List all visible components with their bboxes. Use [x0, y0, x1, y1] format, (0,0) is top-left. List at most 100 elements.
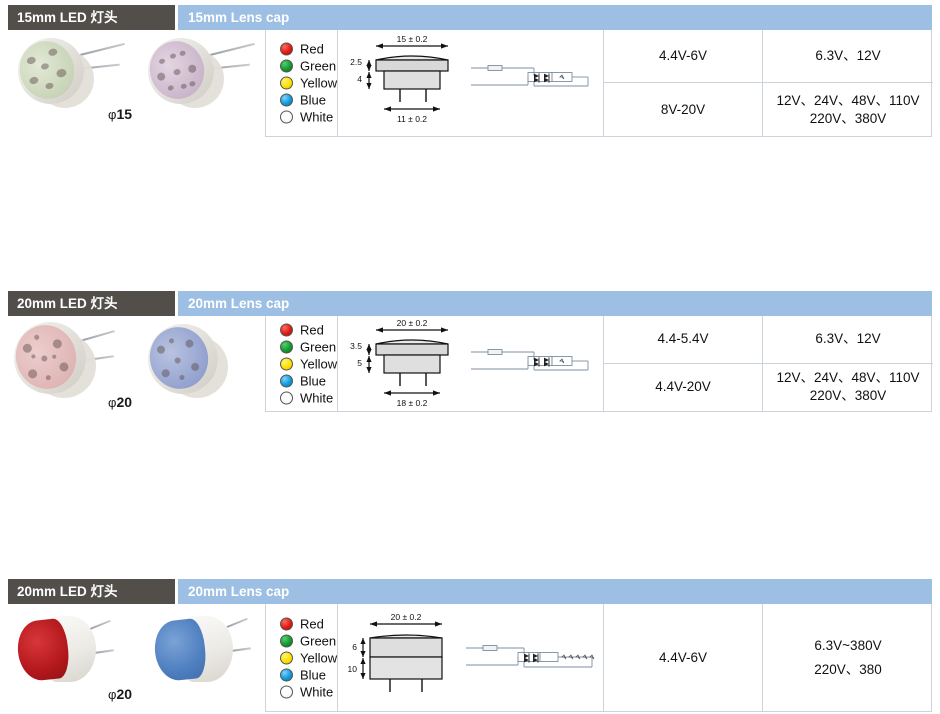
spec-table: Red Green Yellow Blue White 20 ± 0.2: [265, 604, 932, 712]
header-led-head-title: 15mm LED 灯头: [8, 5, 175, 30]
drawing-dim-base: 18 ± 0.2: [397, 398, 428, 408]
rated-voltage-line: 12V、24V、48V、110V: [776, 92, 920, 108]
diameter-value: 20: [116, 394, 133, 410]
rated-voltage-cell: 6.3V~380V 220V、380: [763, 604, 933, 711]
column-working-voltage: 4.4V-6V: [604, 604, 763, 711]
led-chip: [158, 58, 166, 65]
lead-wire: [93, 649, 114, 654]
column-rated-voltage: 6.3V、12V 12V、24V、48V、110V 220V、380V: [763, 316, 933, 411]
drawing-dim-height-bottom: 10: [348, 664, 358, 674]
header-led-head-title: 20mm LED 灯头: [8, 579, 175, 604]
column-drawing: 20 ± 0.2 6 10: [338, 604, 604, 711]
lead-wire: [79, 42, 125, 56]
column-colors: Red Green Yellow Blue White: [266, 30, 338, 136]
led-lens-cap: [152, 617, 208, 683]
lead-wire: [89, 619, 111, 630]
color-label: Blue: [300, 92, 327, 108]
color-dot-green-icon: [280, 634, 293, 647]
led-chip: [187, 63, 198, 74]
rated-voltage-line: 6.3V、12V: [815, 48, 881, 63]
color-dot-yellow-icon: [280, 651, 293, 664]
color-legend-item-blue: Blue: [280, 92, 337, 109]
block-header-row: 20mm LED 灯头 20mm Lens cap: [0, 579, 940, 604]
rated-voltage-cell: 6.3V、12V: [763, 316, 933, 364]
column-drawing: 20 ± 0.2 3.5 5 1: [338, 316, 604, 411]
color-label: Green: [300, 339, 337, 354]
rated-voltage-cell: 6.3V、12V: [763, 30, 933, 83]
color-label: Red: [300, 616, 324, 631]
header-lens-cap-title: 20mm Lens cap: [178, 579, 932, 604]
color-legend-item-green: Green: [280, 632, 337, 649]
lead-wire: [230, 647, 251, 652]
color-label: Yellow: [300, 75, 338, 91]
color-legend-item-blue: Blue: [280, 666, 337, 683]
color-dot-red-icon: [280, 323, 293, 336]
color-legend-item-yellow: Yellow: [280, 75, 337, 92]
rated-voltage-line: 220V、380V: [809, 110, 887, 126]
working-voltage-cell: 4.4V-6V: [658, 649, 708, 665]
rated-voltage-line: 6.3V、12V: [815, 331, 881, 347]
color-legend-item-red: Red: [280, 41, 337, 58]
diameter-symbol: φ: [108, 395, 117, 410]
led-chip: [188, 80, 196, 88]
working-voltage-cell: 4.4-5.4V: [604, 316, 762, 364]
color-label: White: [300, 684, 334, 699]
dimension-drawing-20mm-b: 20 ± 0.2 6 10: [348, 612, 595, 692]
led-photo-left: [13, 34, 125, 118]
column-colors: Red Green Yellow Blue White: [266, 316, 338, 411]
column-rated-voltage: 6.3V、12V 12V、24V、48V、110V 220V、380V: [763, 30, 933, 136]
product-block-15mm: 15mm LED 灯头 15mm Lens cap: [0, 0, 940, 143]
color-label: Green: [300, 58, 337, 74]
diameter-label: φ20: [108, 394, 132, 410]
color-legend-item-white: White: [280, 389, 337, 406]
block-header-row: 20mm LED 灯头 20mm Lens cap: [0, 291, 940, 316]
led-lens-cap: [15, 617, 71, 683]
color-dot-white-icon: [280, 391, 293, 404]
product-block-20mm-b: 20mm LED 灯头 20mm Lens cap φ20: [0, 286, 940, 712]
header-led-head-title: 20mm LED 灯头: [8, 291, 175, 316]
led-chip: [55, 67, 68, 79]
product-photo-area: φ20: [0, 604, 265, 714]
color-label: Red: [300, 322, 324, 337]
drawing-dim-height-bottom: 5: [357, 358, 362, 368]
color-label: White: [300, 109, 334, 125]
rated-voltage-line: 12V、24V、48V、110V: [776, 370, 920, 386]
led-chip: [167, 84, 175, 92]
lead-wire: [207, 63, 250, 70]
led-chip: [47, 47, 59, 57]
led-chip: [28, 75, 40, 86]
column-drawing: 15 ± 0.2 2.5: [338, 30, 604, 136]
color-dot-green-icon: [280, 59, 293, 73]
color-label: Green: [300, 633, 337, 648]
color-legend-item-blue: Blue: [280, 372, 337, 389]
color-dot-yellow-icon: [280, 76, 293, 90]
color-legend: Red Green Yellow Blue White: [280, 41, 337, 126]
color-dot-yellow-icon: [280, 357, 293, 370]
color-label: Red: [300, 41, 324, 57]
color-label: Blue: [300, 373, 327, 388]
lead-wire: [209, 42, 255, 56]
rated-voltage-cell: 12V、24V、48V、110V 220V、380V: [763, 364, 933, 412]
color-legend-item-red: Red: [280, 615, 337, 632]
color-legend-item-green: Green: [280, 58, 337, 75]
spec-table: Red Green Yellow Blue White 15 ± 0.2: [265, 30, 933, 137]
led-photo-right: [143, 34, 255, 118]
drawing-dim-base: 11 ± 0.2: [397, 114, 427, 124]
color-label: Yellow: [300, 650, 338, 665]
dimension-drawing-15mm: 15 ± 0.2 2.5: [350, 34, 589, 124]
drawing-dim-height-top: 6: [352, 642, 357, 652]
drawing-dim-width: 20 ± 0.2: [391, 612, 422, 622]
color-dot-blue-icon: [280, 374, 293, 387]
diameter-value: 15: [116, 106, 133, 122]
drawing-dim-height-bottom: 4: [357, 74, 362, 84]
led-chip: [172, 68, 182, 76]
led-photo-left: [8, 317, 124, 408]
color-dot-blue-icon: [280, 668, 293, 681]
column-rated-voltage: 6.3V~380V 220V、380: [763, 604, 933, 711]
diameter-symbol: φ: [108, 687, 117, 702]
header-lens-cap-title: 15mm Lens cap: [178, 5, 932, 30]
product-photo-area: φ15: [0, 30, 265, 140]
diameter-symbol: φ: [108, 107, 117, 122]
color-dot-green-icon: [280, 340, 293, 353]
